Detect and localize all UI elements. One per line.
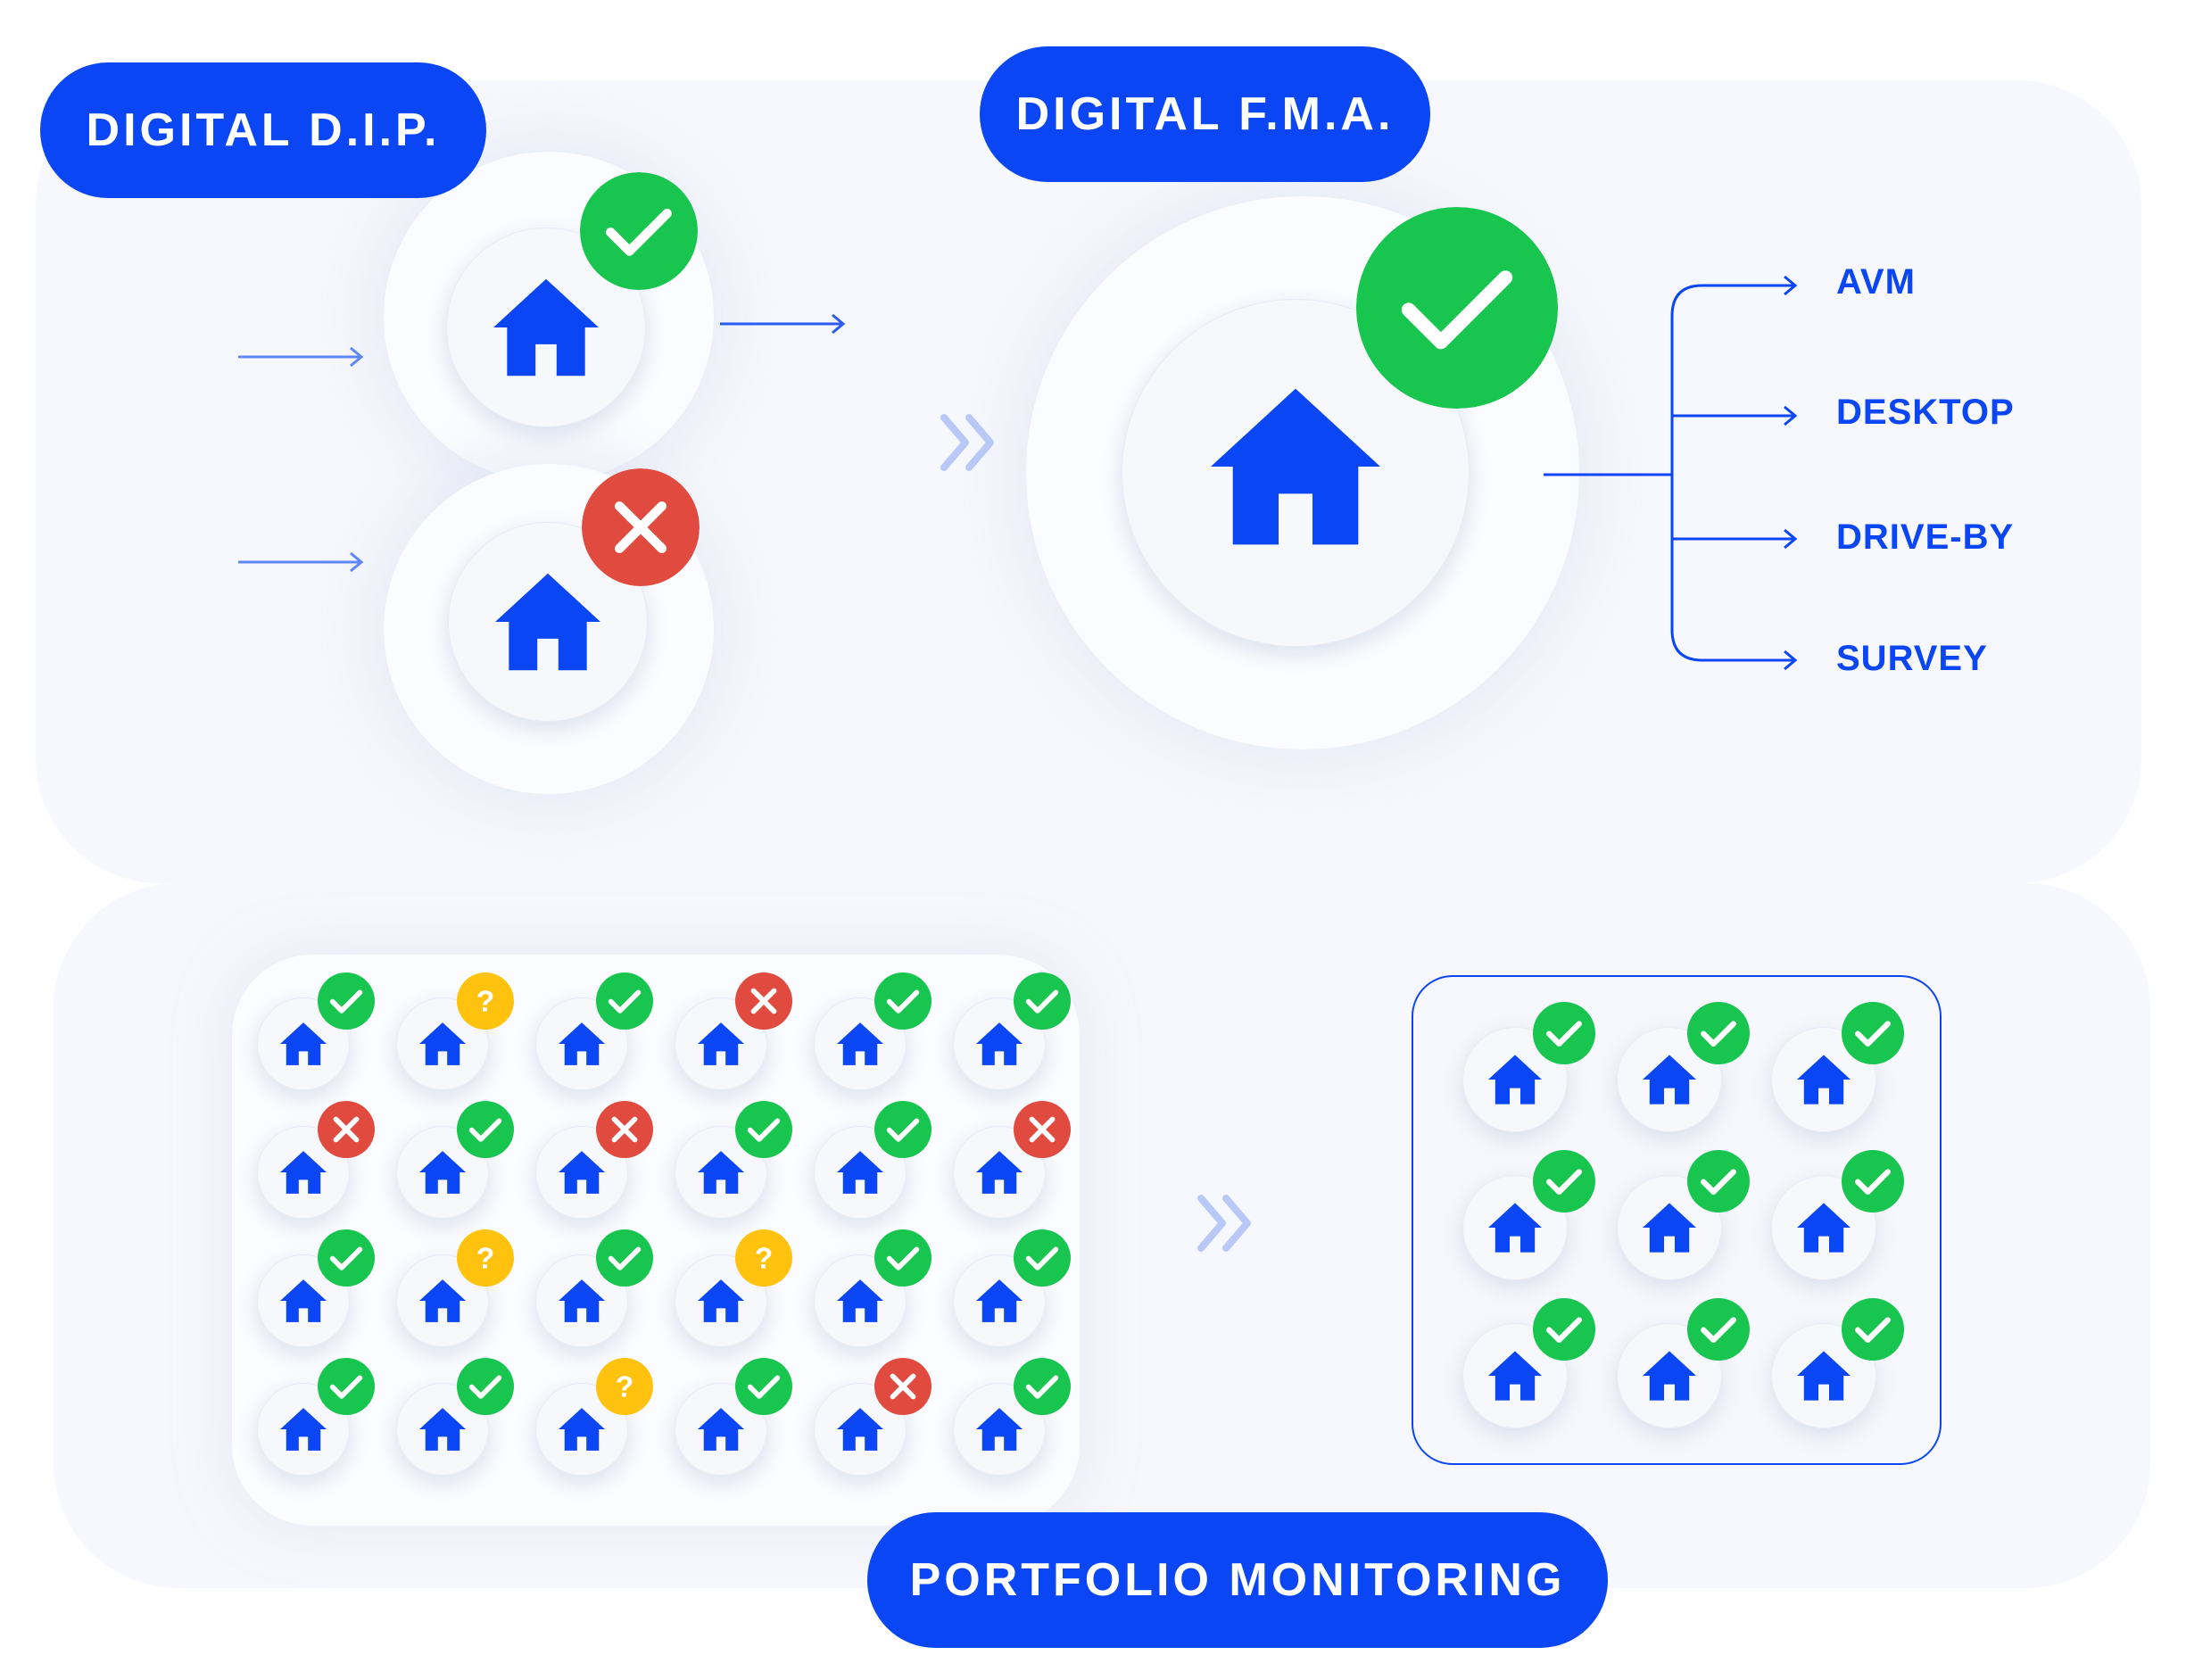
pending-mark: ? — [476, 986, 494, 1019]
check-icon — [1014, 972, 1071, 1030]
house-icon — [1488, 1351, 1542, 1401]
house-icon — [976, 1022, 1023, 1065]
house-icon — [419, 1022, 466, 1065]
route-desktop: DESKTOP — [1836, 393, 2015, 432]
house-icon — [1211, 388, 1380, 545]
cross-icon — [1014, 1101, 1071, 1158]
check-icon — [596, 972, 653, 1030]
house-icon — [837, 1408, 883, 1451]
check-icon — [1687, 1150, 1750, 1212]
check-icon — [1842, 1150, 1904, 1212]
house-icon — [559, 1022, 605, 1065]
check-icon — [874, 1229, 932, 1287]
fma-label: DIGITAL F.M.A. — [980, 46, 1430, 182]
pending-mark: ? — [476, 1243, 494, 1276]
check-icon — [874, 1101, 932, 1158]
dip-outgoing-arrow — [720, 313, 846, 335]
house-icon — [1797, 1055, 1851, 1105]
house-icon — [1488, 1055, 1542, 1105]
cross-icon — [874, 1358, 932, 1415]
double-chevron-icon — [940, 414, 994, 471]
check-icon — [318, 972, 375, 1030]
house-icon — [698, 1022, 744, 1065]
check-icon — [1533, 1002, 1595, 1064]
check-icon — [457, 1101, 514, 1158]
check-icon — [735, 1358, 792, 1415]
route-drive-by: DRIVE-BY — [1836, 517, 2015, 557]
house-icon — [837, 1279, 883, 1322]
check-icon — [596, 1229, 653, 1287]
check-icon — [318, 1358, 375, 1415]
check-icon — [1014, 1358, 1071, 1415]
question-icon: ? — [457, 972, 514, 1030]
panel-connector — [1133, 830, 1329, 928]
check-icon — [874, 972, 932, 1030]
check-icon — [580, 172, 698, 290]
house-icon — [559, 1408, 605, 1451]
house-icon — [976, 1279, 1023, 1322]
check-icon — [1687, 1298, 1750, 1361]
house-icon — [698, 1151, 744, 1194]
house-icon — [559, 1151, 605, 1194]
house-icon — [1797, 1351, 1851, 1401]
house-icon — [280, 1022, 327, 1065]
route-survey: SURVEY — [1836, 639, 1988, 678]
house-icon — [419, 1279, 466, 1322]
check-icon — [735, 1101, 792, 1158]
house-icon — [419, 1408, 466, 1451]
portfolio-grid-halo — [232, 955, 1080, 1526]
house-icon — [698, 1408, 744, 1451]
check-icon — [1687, 1002, 1750, 1064]
house-icon — [1797, 1203, 1851, 1253]
house-icon — [698, 1279, 744, 1322]
house-icon — [837, 1022, 883, 1065]
house-icon — [976, 1151, 1023, 1194]
check-icon — [318, 1229, 375, 1287]
house-icon — [280, 1151, 327, 1194]
pending-mark: ? — [755, 1243, 773, 1276]
house-icon — [280, 1408, 327, 1451]
question-icon: ? — [735, 1229, 792, 1287]
house-icon — [495, 573, 600, 671]
check-icon — [1842, 1002, 1904, 1064]
dip-incoming-arrow-bottom — [238, 551, 364, 573]
route-tree — [1544, 275, 1798, 671]
house-icon — [493, 278, 599, 377]
house-icon — [1643, 1055, 1696, 1105]
check-icon — [1533, 1150, 1595, 1212]
house-icon — [559, 1279, 605, 1322]
cross-icon — [582, 468, 700, 586]
double-chevron-icon — [1197, 1195, 1251, 1252]
cross-icon — [735, 972, 792, 1030]
check-icon — [1533, 1298, 1595, 1361]
house-icon — [1643, 1203, 1696, 1253]
question-icon: ? — [596, 1358, 653, 1415]
house-icon — [976, 1408, 1023, 1451]
check-icon — [1356, 207, 1558, 409]
dip-label: DIGITAL D.I.P. — [40, 62, 486, 198]
pending-mark: ? — [616, 1371, 633, 1404]
portfolio-label: PORTFOLIO MONITORING — [867, 1512, 1608, 1648]
house-icon — [280, 1279, 327, 1322]
house-icon — [419, 1151, 466, 1194]
house-icon — [837, 1151, 883, 1194]
cross-icon — [318, 1101, 375, 1158]
house-icon — [1643, 1351, 1696, 1401]
check-icon — [1842, 1298, 1904, 1361]
dip-incoming-arrow-top — [238, 346, 364, 368]
check-icon — [457, 1358, 514, 1415]
cross-icon — [596, 1101, 653, 1158]
check-icon — [1014, 1229, 1071, 1287]
route-avm: AVM — [1836, 262, 1916, 302]
question-icon: ? — [457, 1229, 514, 1287]
house-icon — [1488, 1203, 1542, 1253]
